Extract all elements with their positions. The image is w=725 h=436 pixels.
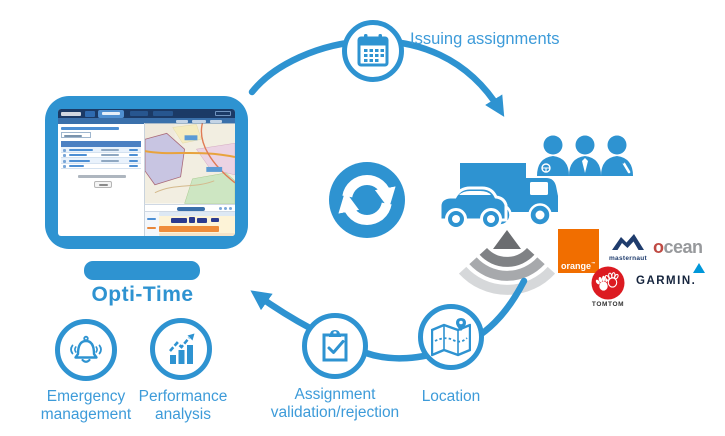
app-row-link (129, 154, 138, 157)
app-schedule-labels (145, 212, 159, 236)
app-row-link (129, 165, 138, 168)
gps-signal-icon (458, 230, 556, 295)
sync-arrows-icon (329, 162, 405, 238)
app-table-header (61, 141, 141, 147)
car-icon (438, 186, 508, 230)
issuing-node (342, 20, 404, 82)
validation-node (302, 313, 368, 379)
app-table-row (61, 163, 141, 169)
app-menu-item (130, 111, 148, 116)
app-row-text (69, 148, 93, 151)
orange-logo: orange™ (558, 229, 599, 273)
worker-badges (541, 158, 631, 174)
app-row-text (101, 148, 119, 151)
app-subbar (58, 118, 235, 124)
emergency-label: Emergency management (40, 388, 132, 423)
trademark-symbol: ™ (591, 261, 596, 266)
app-table-row (61, 152, 141, 158)
validation-label: Assignment validation/rejection (270, 386, 400, 421)
performance-label: Performance analysis (138, 388, 228, 423)
monitor-stand (84, 261, 200, 280)
app-map-toolbar (144, 204, 235, 212)
app-topbar (58, 109, 235, 118)
masternaut-wordmark: masternaut (608, 255, 648, 262)
app-row-link (129, 159, 138, 162)
app-row-icon (63, 159, 66, 163)
field-team-and-vehicles (438, 135, 633, 230)
emergency-node (55, 319, 117, 381)
ocean-logo: ocean (653, 237, 703, 258)
app-schedule-row-label (147, 218, 156, 220)
workers-icon (537, 135, 633, 176)
app-task-bar (189, 217, 195, 223)
masternaut-logo: masternaut (600, 234, 656, 262)
app-task-bar (197, 217, 207, 223)
performance-node (150, 318, 212, 380)
app-screenshot (58, 109, 235, 236)
issuing-label: Issuing assignments (410, 30, 560, 48)
app-timeline-header (159, 212, 235, 216)
app-dropdown-value (64, 134, 82, 137)
app-row-icon (63, 148, 66, 152)
app-row-icon (63, 154, 66, 157)
tomtom-wordmark: TOMTOM (591, 301, 625, 308)
orange-wordmark: orange™ (561, 261, 596, 271)
app-button-label (99, 184, 108, 186)
garmin-logo: GARMIN. (636, 263, 724, 291)
location-node (418, 304, 484, 370)
app-search-button (94, 181, 112, 188)
alarm-bell-icon (70, 335, 102, 363)
app-toolbar-button (177, 206, 205, 211)
app-page-title (61, 127, 119, 130)
app-user-button (215, 111, 231, 116)
app-row-text (101, 159, 119, 162)
app-active-tab-label (102, 112, 120, 115)
app-row-link (129, 148, 138, 151)
app-row-text (69, 165, 84, 168)
app-row-text (101, 154, 119, 157)
app-subbar-link (192, 120, 206, 123)
app-table-row (61, 147, 141, 153)
app-row-text (69, 154, 87, 157)
app-subbar-link (210, 120, 222, 123)
app-menu-item (153, 111, 173, 116)
clipboard-check-icon (322, 330, 348, 362)
monitor (45, 96, 248, 249)
tomtom-hands-icon (591, 266, 625, 300)
tomtom-logo: TOMTOM (588, 266, 628, 308)
app-task-bar (171, 217, 187, 223)
app-task-bar-orange (159, 226, 219, 232)
app-toolbar-icon (219, 207, 222, 210)
garmin-wordmark: GARMIN. (636, 275, 697, 287)
ocean-wordmark: ocean (653, 237, 703, 257)
app-note-text (78, 175, 126, 178)
app-schedule-row-label (147, 227, 156, 229)
location-label: Location (421, 388, 481, 405)
calendar-icon (357, 34, 389, 67)
app-row-icon (63, 165, 66, 168)
growth-chart-icon (169, 333, 195, 364)
app-schedule (144, 212, 235, 236)
brand-logo: Opti-Time (91, 283, 194, 306)
app-toolbar-icon (224, 207, 227, 210)
app-timeline-row (159, 233, 235, 236)
app-subbar-link (176, 120, 188, 123)
map-pin-icon (431, 318, 471, 357)
app-row-text (69, 159, 90, 162)
garmin-delta-icon (693, 263, 705, 273)
app-map (144, 123, 235, 204)
app-task-bar (211, 218, 219, 222)
app-logo (61, 111, 81, 116)
app-home-tab (85, 110, 95, 117)
app-dropdown (61, 132, 91, 138)
masternaut-mountains-icon (612, 234, 644, 250)
app-table-row (61, 158, 141, 164)
arc-return (250, 277, 528, 362)
app-toolbar-icon (229, 207, 232, 210)
